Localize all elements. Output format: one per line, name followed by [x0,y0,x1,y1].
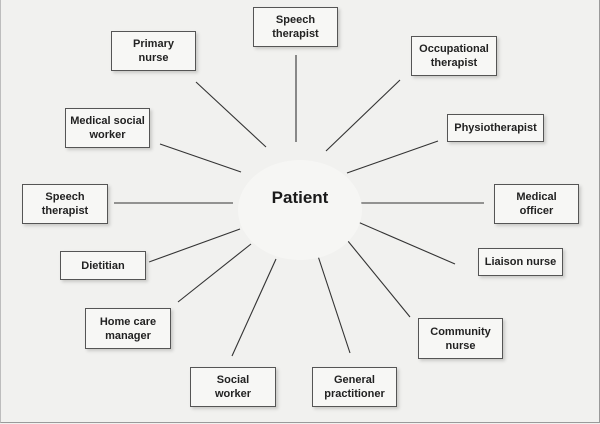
edge-dietitian [148,228,241,263]
edge-home-care-manager [177,243,252,303]
node-speech-therapist-left: Speech therapist [22,184,108,224]
node-social-worker: Social worker [190,367,276,407]
patient-hub [238,160,362,260]
edge-community-nurse [342,234,411,318]
edge-social-worker [231,258,277,357]
edge-general-practitioner [317,255,351,354]
node-liaison-nurse: Liaison nurse [478,248,563,276]
node-physiotherapist: Physiotherapist [447,114,544,142]
node-primary-nurse: Primary nurse [111,31,196,71]
edge-occupational-therapist [325,79,401,152]
edge-physiotherapist [346,140,439,174]
node-speech-therapist-top: Speech therapist [253,7,338,47]
node-occupational-therapist: Occupational therapist [411,36,497,76]
node-general-practitioner: General practitioner [312,367,397,407]
node-medical-social-worker: Medical social worker [65,108,150,148]
edge-medical-social-worker [159,143,242,173]
node-medical-officer: Medical officer [494,184,579,224]
node-community-nurse: Community nurse [418,318,503,359]
node-home-care-manager: Home care manager [85,308,171,349]
node-dietitian: Dietitian [60,251,146,280]
patient-label: Patient [271,188,329,207]
edge-primary-nurse [195,81,267,148]
edge-liaison-nurse [350,218,456,265]
